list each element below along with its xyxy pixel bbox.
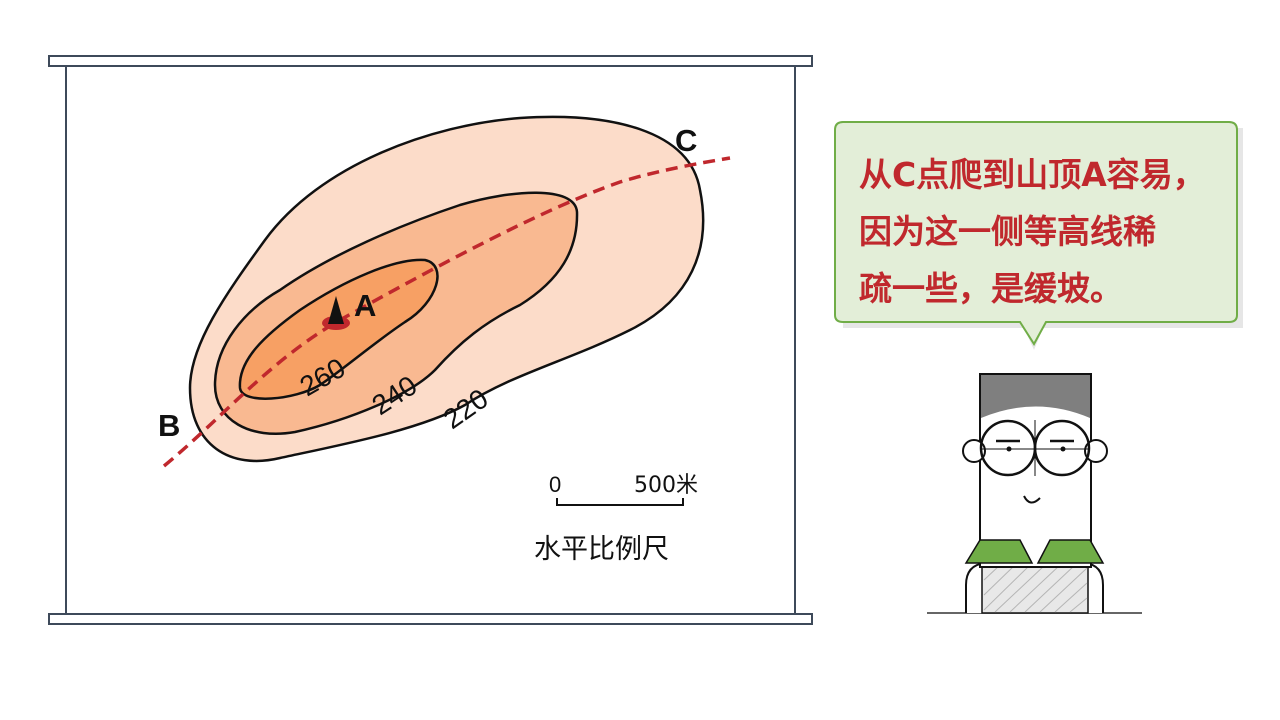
speech-bubble: 从C点爬到山顶A容易， 因为这一侧等高线稀 疏一些，是缓坡。 [835, 122, 1237, 322]
scale-bar-line [556, 498, 684, 506]
character-smile [1023, 495, 1041, 504]
right-collar [1036, 539, 1105, 564]
speech-line-3: 疏一些，是缓坡。 [859, 269, 1123, 308]
speech-line-1: 从C点爬到山顶A容易， [859, 155, 1206, 194]
speech-bubble-shape [834, 121, 1243, 350]
map-top-rod [48, 55, 813, 67]
scale-caption: 水平比例尺 [534, 534, 669, 565]
summit-marker [322, 296, 350, 330]
speech-line-2: 因为这一侧等高线稀 [859, 212, 1156, 251]
label-point-c: C [675, 123, 697, 158]
peak-icon [328, 296, 344, 324]
scale-max-label: 500米 [634, 473, 698, 498]
scale-bar: 0 500米 水平比例尺 [534, 472, 698, 565]
left-eye [1006, 446, 1012, 452]
right-ear [1084, 439, 1108, 463]
label-point-b: B [158, 408, 180, 443]
left-ear [962, 439, 986, 463]
right-eye [1060, 446, 1066, 452]
route-b-to-c [162, 156, 731, 468]
map-bottom-rod [48, 613, 813, 625]
label-point-a: A [354, 288, 376, 323]
left-collar [964, 539, 1034, 564]
teacher-character [927, 373, 1142, 614]
character-hair [981, 375, 1090, 418]
scale-zero-label: 0 [549, 472, 561, 497]
